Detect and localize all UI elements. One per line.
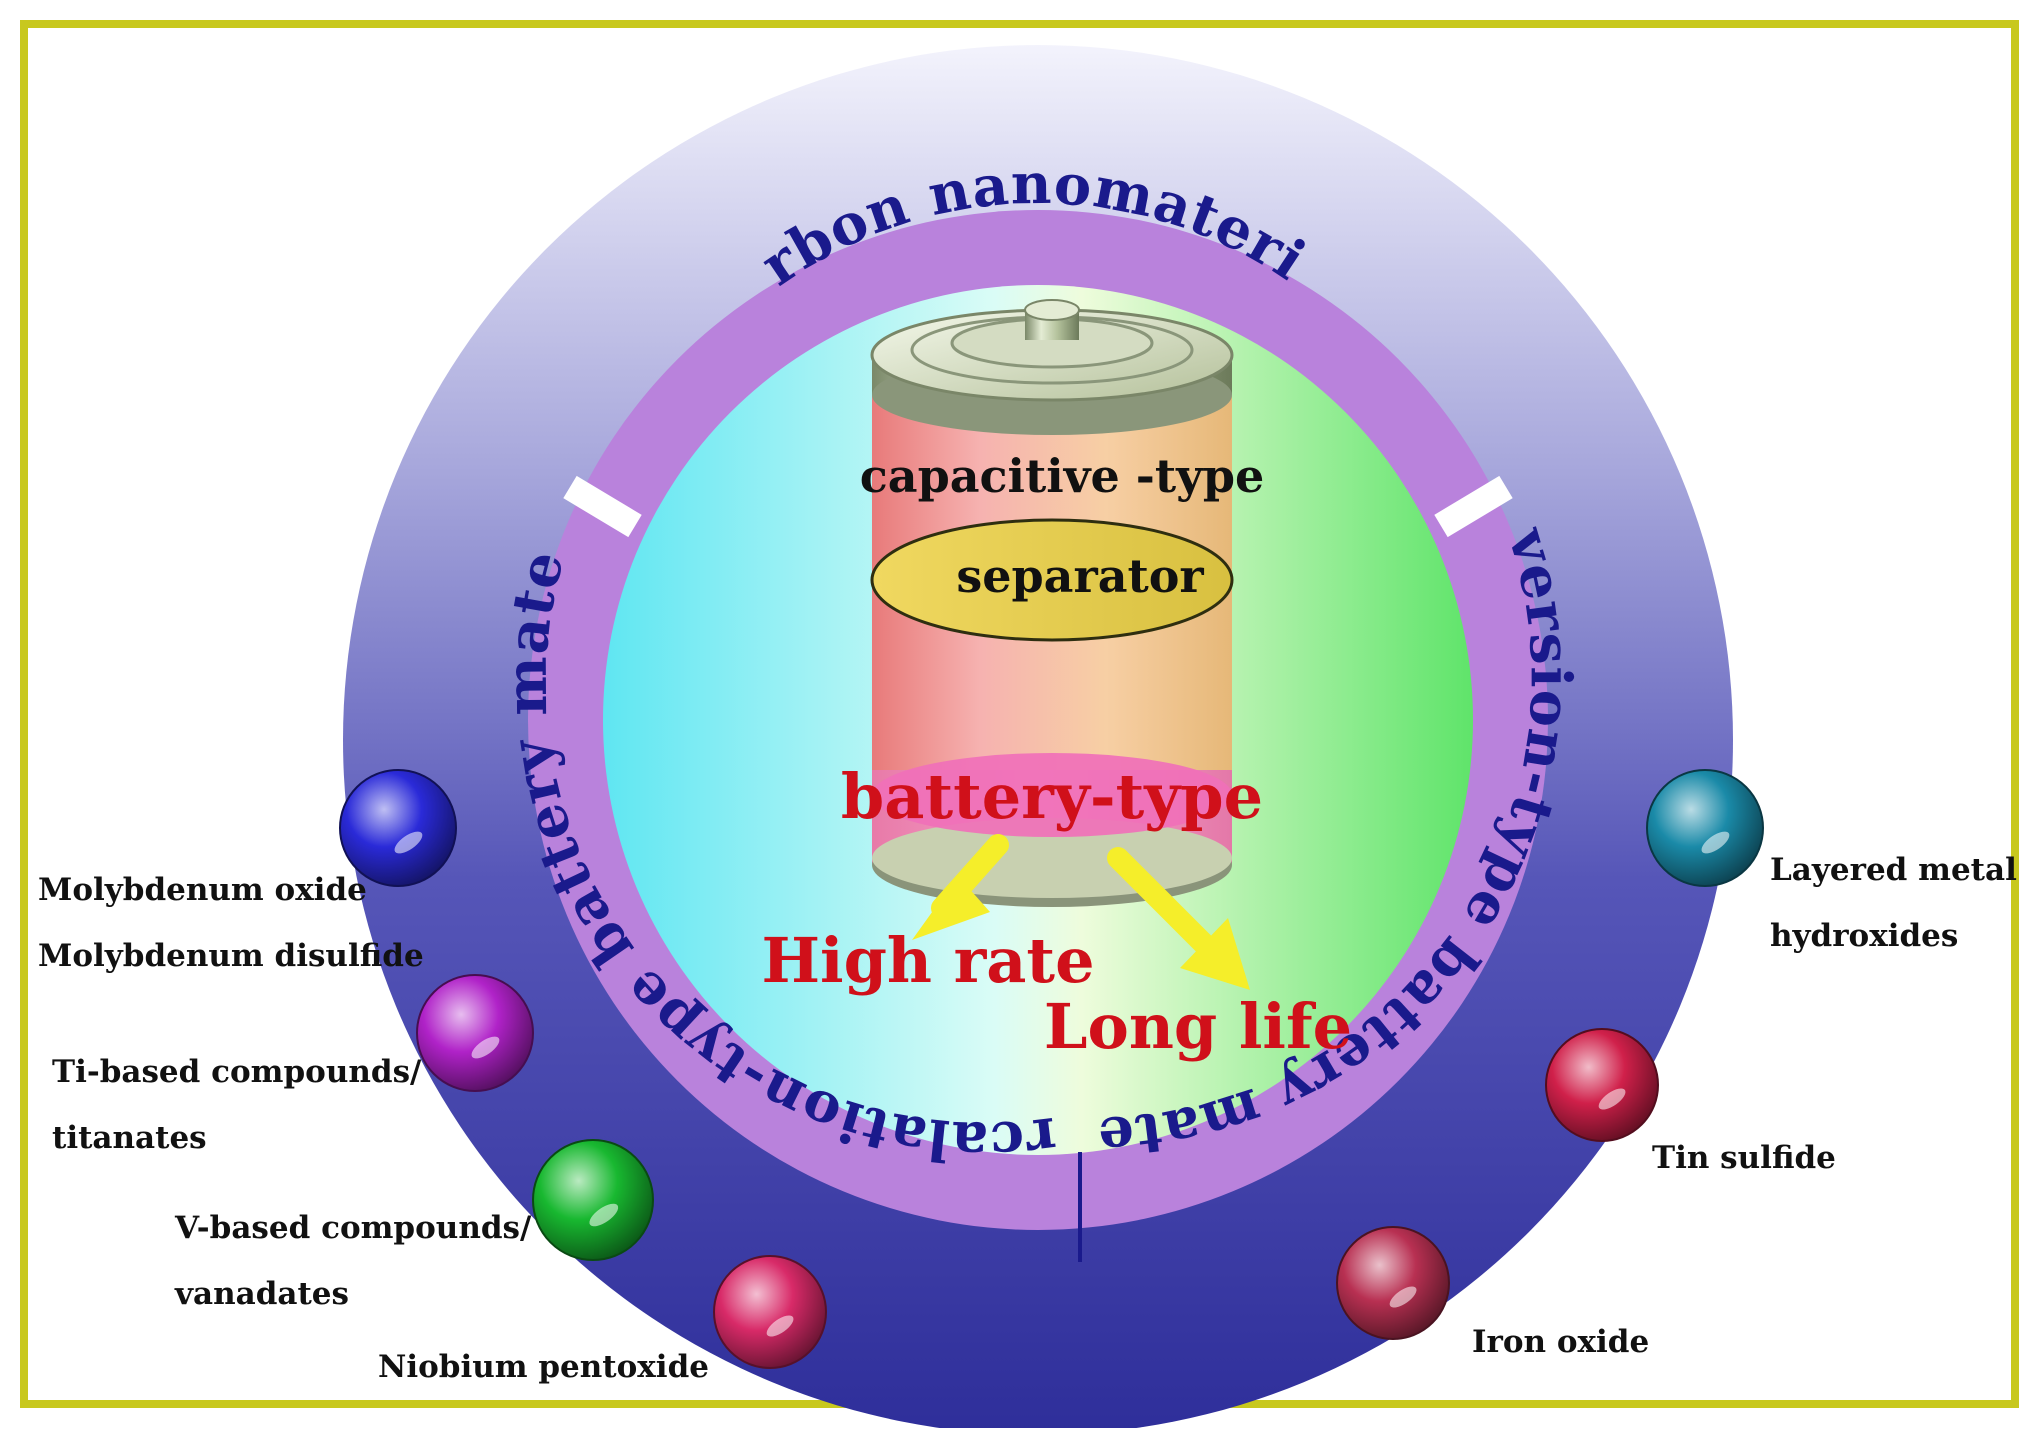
material-label-right-3-line-1: Iron oxide: [1472, 1324, 1649, 1360]
battery-bottom-layer-label: battery-type: [841, 760, 1263, 833]
material-sphere-right-2: [1545, 1028, 1659, 1142]
battery-separator: [870, 518, 1234, 642]
arrow-long-life: [1107, 847, 1250, 990]
material-label-left-3-line-1: V-based compounds/: [174, 1210, 532, 1246]
battery-top-layer-label: capacitive -type: [860, 449, 1265, 503]
ring-divider-right: [1434, 475, 1513, 538]
material-sphere-left-3: [532, 1139, 654, 1261]
material-label-left-1-line-2: Molybdenum disulfide: [38, 938, 424, 974]
material-sphere-left-4: [713, 1255, 827, 1369]
benefit-long-life: Long life: [1044, 990, 1352, 1063]
material-sphere-highlight: [589, 1203, 619, 1227]
material-label-left-2-line-2: titanates: [52, 1120, 207, 1156]
material-label-left-1-line-1: Molybdenum oxide: [38, 872, 367, 908]
arrow-high-rate: [912, 834, 1009, 940]
battery-bottom-layer: [872, 753, 1232, 837]
material-sphere-highlight: [1701, 831, 1730, 854]
material-label-right-1-line-1: Layered metal: [1770, 852, 2017, 888]
material-sphere-highlight: [394, 831, 423, 854]
ring-divider-left: [563, 475, 642, 538]
material-label-left-2-line-1: Ti-based compounds/: [52, 1054, 422, 1090]
material-label-right-1-line-2: hydroxides: [1770, 918, 1958, 954]
benefit-high-rate: High rate: [761, 924, 1094, 997]
material-sphere-highlight: [471, 1036, 500, 1059]
material-label-left-3-line-2: vanadates: [174, 1276, 349, 1312]
material-sphere-right-3: [1336, 1226, 1450, 1340]
material-label-right-2-line-1: Tin sulfide: [1652, 1140, 1836, 1176]
material-sphere-left-2: [416, 974, 534, 1092]
material-sphere-left-1: [339, 769, 457, 887]
material-sphere-right-1: [1646, 769, 1764, 887]
material-sphere-highlight: [1389, 1286, 1417, 1308]
material-spheres: [339, 769, 1764, 1369]
battery-terminal: [1024, 299, 1080, 321]
material-sphere-highlight: [766, 1315, 794, 1337]
material-sphere-highlight: [1598, 1088, 1626, 1110]
battery-separator-label: separator: [956, 549, 1204, 603]
material-label-left-4-line-1: Niobium pentoxide: [378, 1349, 709, 1385]
